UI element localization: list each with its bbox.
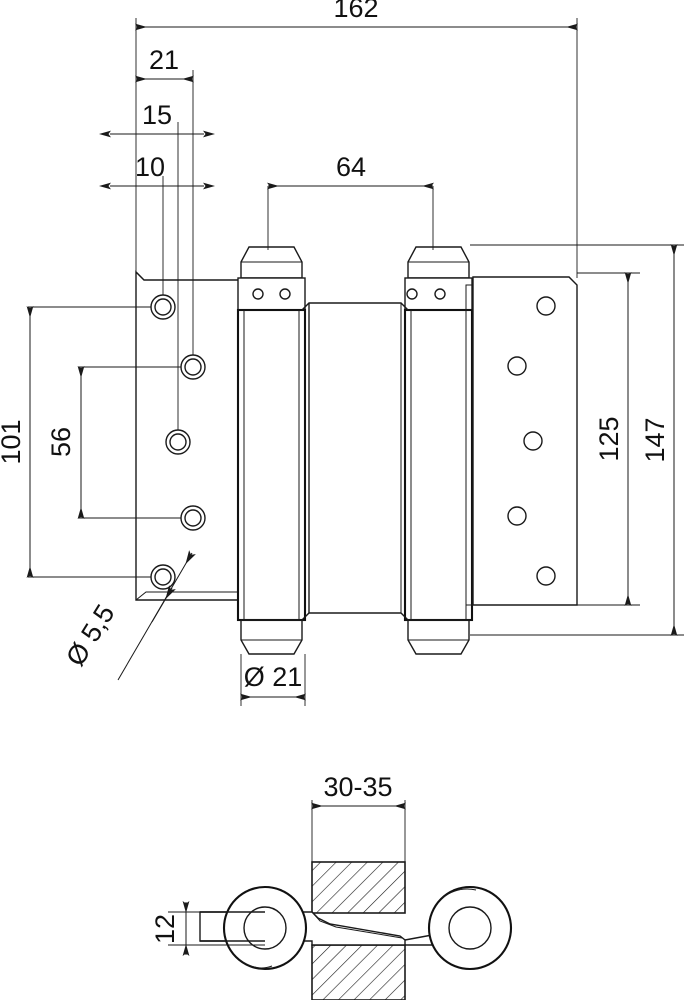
section-right-barrel: [427, 885, 513, 971]
dimension-125-label: 125: [594, 416, 624, 461]
dimension-64: 64: [267, 152, 434, 190]
dimension-56-label: 56: [46, 427, 76, 457]
leaf-thickness-label: 12: [150, 914, 180, 944]
dimension-101-label: 101: [0, 419, 26, 464]
dimension-21: 21: [135, 45, 194, 83]
dimension-147-label: 147: [640, 417, 670, 462]
hole-diameter-label: Ø 5,5: [60, 599, 120, 671]
door-section-hatched: [311, 861, 406, 1000]
right-leaf-plate: [465, 276, 578, 606]
door-thickness-label: 30-35: [323, 772, 392, 802]
dimension-162-label: 162: [333, 0, 378, 23]
left-spring-barrel: [236, 246, 307, 655]
dimension-64-label: 64: [336, 152, 366, 182]
dimension-door-thickness: 30-35: [311, 772, 406, 862]
dimension-barrel-diameter: Ø 21: [240, 654, 306, 706]
right-spring-barrel: [403, 246, 474, 655]
dimension-125: 125: [577, 272, 640, 606]
dimension-15: 15: [99, 100, 215, 138]
dimension-101: 101: [0, 306, 163, 578]
dimension-147: 147: [470, 244, 684, 636]
dimension-15-label: 15: [142, 100, 172, 130]
front-elevation-view: 162 21 15 10 64: [0, 0, 684, 706]
center-hinge-body: [301, 302, 409, 621]
dimension-162: 162: [135, 0, 578, 31]
dimension-56: 56: [46, 366, 193, 519]
dimension-leaf-thickness: 12: [150, 901, 265, 956]
section-left-barrel: [222, 885, 308, 971]
barrel-diameter-label: Ø 21: [244, 662, 303, 692]
dimension-10: 10: [99, 152, 215, 190]
right-leaf-holes: [507, 296, 556, 586]
dimension-10-label: 10: [135, 152, 165, 182]
left-leaf-holes: [150, 294, 206, 590]
dimension-21-label: 21: [149, 45, 179, 75]
top-section-view: 30-35: [150, 772, 513, 1000]
